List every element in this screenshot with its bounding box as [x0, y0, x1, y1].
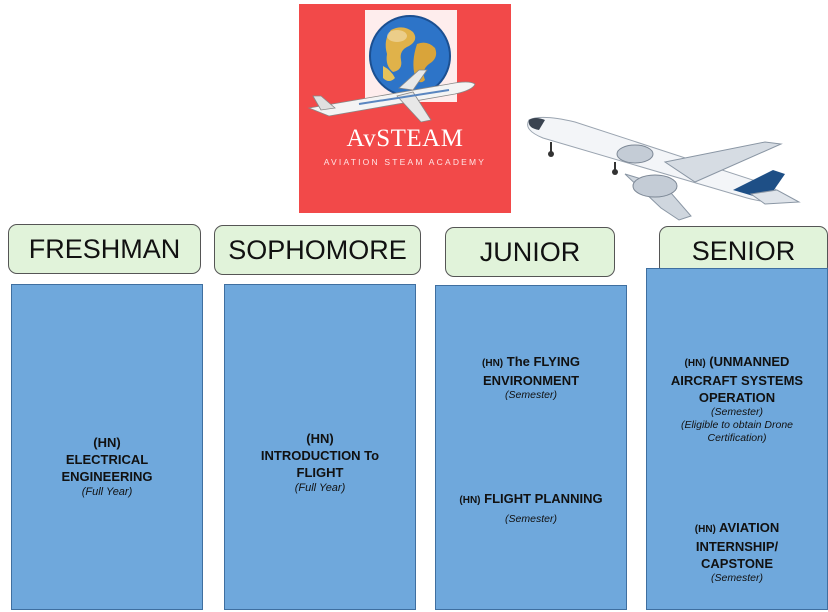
- course-duration: (Semester): [711, 406, 763, 418]
- course-duration: (Full Year): [294, 482, 346, 494]
- avsteam-logo: AvSTEAM AVIATION STEAM ACADEMY: [299, 4, 511, 213]
- course-column-freshman: (HN) ELECTRICAL ENGINEERING (Full Year): [11, 284, 203, 610]
- course-title-line: AIRCRAFT SYSTEMS: [670, 373, 804, 388]
- course-title-line: ENVIRONMENT: [482, 373, 580, 388]
- course-title-line: INTERNSHIP/: [695, 539, 779, 554]
- airplane-icon: [527, 116, 801, 221]
- course-column-junior: (HN) The FLYING ENVIRONMENT (Semester) (…: [435, 285, 627, 610]
- course-hn-tag: (HN): [459, 495, 481, 506]
- logo-tagline: AVIATION STEAM ACADEMY: [323, 157, 487, 167]
- course-title-line: CAPSTONE: [701, 556, 773, 571]
- course-hn-tag: (HN): [93, 435, 121, 450]
- course-title-line: FLIGHT PLANNING: [484, 491, 603, 506]
- course-hn-tag: (HN): [684, 358, 706, 369]
- course-unmanned-aircraft-systems: (HN) (UNMANNED AIRCRAFT SYSTEMS OPERATIO…: [647, 353, 827, 445]
- course-title-line: ENGINEERING: [61, 469, 153, 484]
- year-label-sophomore: SOPHOMORE: [214, 225, 421, 275]
- course-title-line: AVIATION: [719, 520, 780, 535]
- course-title-line: (UNMANNED: [709, 354, 790, 369]
- course-title-line: FLIGHT: [296, 465, 344, 480]
- course-column-sophomore: (HN) INTRODUCTION To FLIGHT (Full Year): [224, 284, 416, 610]
- course-title-line: OPERATION: [698, 390, 776, 405]
- course-note: Certification): [707, 432, 767, 444]
- course-hn-tag: (HN): [482, 358, 504, 369]
- course-duration: (Semester): [505, 513, 557, 525]
- course-column-senior: (HN) (UNMANNED AIRCRAFT SYSTEMS OPERATIO…: [646, 268, 828, 610]
- course-title-line: ELECTRICAL: [65, 452, 149, 467]
- course-aviation-internship-capstone: (HN) AVIATION INTERNSHIP/ CAPSTONE (Seme…: [647, 519, 827, 585]
- course-flying-environment: (HN) The FLYING ENVIRONMENT (Semester): [436, 353, 626, 402]
- course-duration: (Full Year): [81, 486, 133, 498]
- course-electrical-engineering: (HN) ELECTRICAL ENGINEERING (Full Year): [12, 434, 202, 499]
- course-note: (Eligible to obtain Drone: [680, 419, 794, 431]
- year-label-freshman: FRESHMAN: [8, 224, 201, 274]
- year-label-junior: JUNIOR: [445, 227, 615, 277]
- course-title-line: INTRODUCTION To: [260, 448, 380, 463]
- course-introduction-to-flight: (HN) INTRODUCTION To FLIGHT (Full Year): [225, 430, 415, 495]
- course-duration: (Semester): [711, 572, 763, 584]
- course-flight-planning: (HN) FLIGHT PLANNING (Semester): [436, 490, 626, 526]
- globe-airplane-icon: [307, 10, 476, 123]
- course-title-line: The FLYING: [506, 354, 580, 369]
- course-hn-tag: (HN): [306, 431, 334, 446]
- logo-name: AvSTEAM: [346, 125, 464, 152]
- course-hn-tag: (HN): [694, 524, 716, 535]
- course-duration: (Semester): [505, 389, 557, 401]
